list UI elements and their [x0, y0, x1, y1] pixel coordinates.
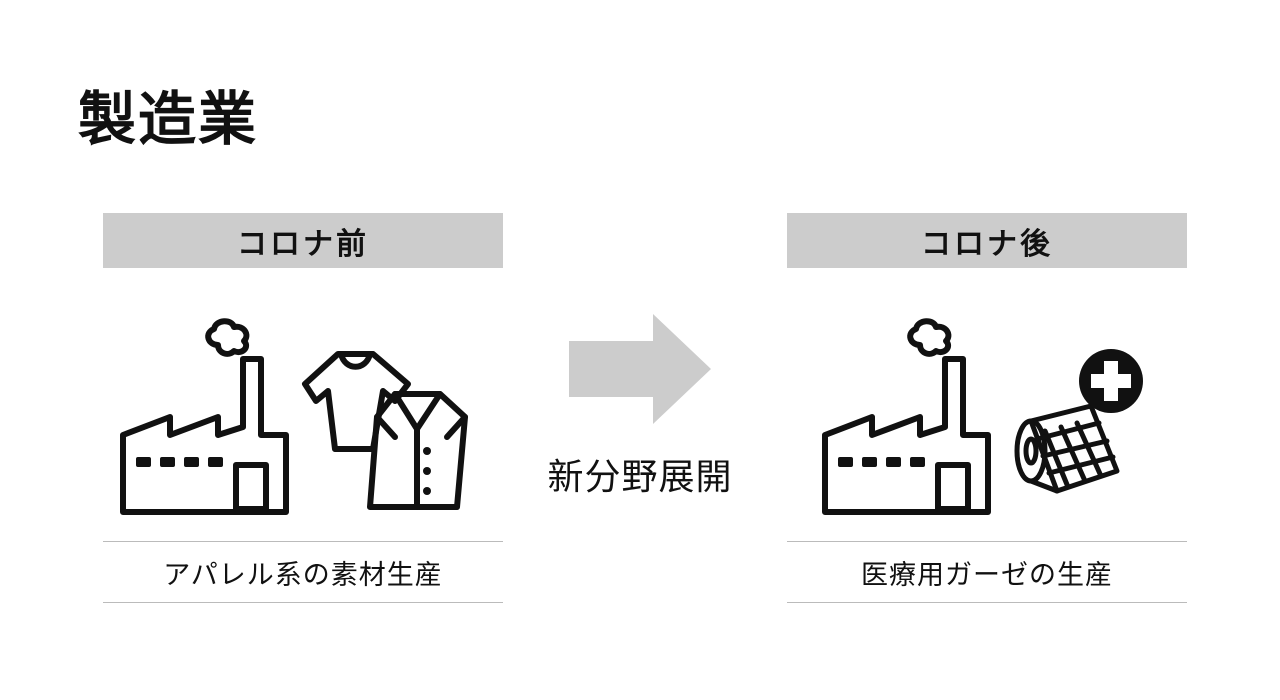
jacket-icon — [367, 391, 468, 510]
before-illustration — [103, 313, 503, 515]
page-title: 製造業 — [78, 85, 259, 153]
gauze-roll-icon — [1014, 403, 1120, 494]
medical-cross-icon — [1079, 349, 1143, 413]
after-illustration — [787, 313, 1187, 515]
transition-label: 新分野展開 — [547, 457, 733, 498]
after-panel: コロナ後 — [787, 213, 1187, 603]
factory-icon — [822, 318, 991, 515]
right-arrow-icon — [569, 314, 711, 424]
before-header: コロナ前 — [103, 213, 503, 268]
before-caption: アパレル系の素材生産 — [103, 541, 503, 603]
before-panel: コロナ前 — [103, 213, 503, 603]
factory-icon — [120, 318, 289, 515]
after-caption: 医療用ガーゼの生産 — [787, 541, 1187, 603]
after-header: コロナ後 — [787, 213, 1187, 268]
